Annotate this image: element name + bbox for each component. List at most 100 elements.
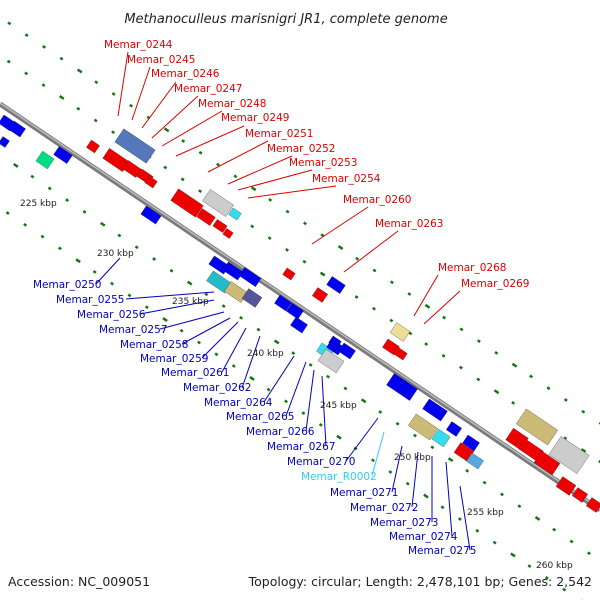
- kbp-tick-255: 255 kbp: [467, 508, 504, 518]
- gene-feature[interactable]: [140, 205, 162, 225]
- gc-tick: [372, 306, 376, 311]
- gc-tick: [465, 468, 470, 473]
- gene-feature[interactable]: [282, 267, 296, 281]
- gc-tick: [162, 317, 168, 322]
- gene-feature[interactable]: [114, 128, 156, 164]
- gene-label-memar-0270[interactable]: Memar_0270: [287, 456, 355, 468]
- gene-feature[interactable]: [0, 136, 10, 148]
- gene-label-memar-0253[interactable]: Memar_0253: [289, 157, 357, 169]
- gene-label-memar-r0002[interactable]: Memar_R0002: [301, 471, 377, 483]
- gene-feature[interactable]: [516, 408, 558, 446]
- gene-label-memar-0262[interactable]: Memar_0262: [183, 382, 251, 394]
- gene-label-memar-0254[interactable]: Memar_0254: [312, 173, 381, 185]
- gene-feature[interactable]: [241, 288, 263, 308]
- gc-tick: [180, 177, 185, 182]
- gc-tick: [41, 83, 46, 88]
- gc-tick: [291, 351, 296, 356]
- kbp-tick-230: 230 kbp: [97, 249, 134, 259]
- gene-label-memar-0261[interactable]: Memar_0261: [161, 367, 229, 379]
- gene-label-memar-0249[interactable]: Memar_0249: [221, 112, 289, 124]
- gene-feature[interactable]: [274, 294, 292, 312]
- gene-feature[interactable]: [238, 267, 262, 287]
- gc-tick: [337, 245, 344, 250]
- label-leaders: [95, 51, 471, 551]
- gene-feature[interactable]: [555, 476, 577, 496]
- gene-feature[interactable]: [222, 228, 234, 239]
- gene-feature[interactable]: [389, 322, 411, 342]
- gene-feature[interactable]: [462, 434, 480, 452]
- gc-tick: [546, 386, 551, 391]
- gene-feature[interactable]: [328, 335, 342, 349]
- gene-feature[interactable]: [382, 338, 400, 356]
- gene-feature[interactable]: [317, 348, 345, 374]
- gene-feature[interactable]: [548, 436, 590, 474]
- gene-label-memar-0272[interactable]: Memar_0272: [350, 502, 418, 514]
- gene-feature[interactable]: [144, 175, 158, 189]
- gene-label-memar-0247[interactable]: Memar_0247: [174, 83, 242, 95]
- gene-feature[interactable]: [53, 146, 73, 164]
- gene-label-memar-0265[interactable]: Memar_0265: [226, 411, 294, 423]
- gene-label-memar-0271[interactable]: Memar_0271: [330, 487, 398, 499]
- gc-tick: [7, 21, 12, 26]
- gene-label-memar-0258[interactable]: Memar_0258: [120, 339, 188, 351]
- gene-label-memar-0275[interactable]: Memar_0275: [408, 545, 476, 557]
- gc-tick: [266, 387, 271, 392]
- gene-label-memar-0244[interactable]: Memar_0244: [104, 39, 173, 51]
- gc-tick: [326, 374, 330, 379]
- gene-feature[interactable]: [408, 413, 438, 441]
- gene-label-memar-0264[interactable]: Memar_0264: [204, 397, 273, 409]
- gene-label-memar-0246[interactable]: Memar_0246: [151, 68, 220, 80]
- gene-feature[interactable]: [338, 342, 356, 360]
- gene-label-memar-0268[interactable]: Memar_0268: [438, 262, 506, 274]
- gc-tick: [59, 56, 64, 61]
- gene-feature[interactable]: [446, 421, 462, 437]
- label-leader: [181, 317, 231, 345]
- gene-label-memar-0266[interactable]: Memar_0266: [246, 426, 315, 438]
- gene-feature[interactable]: [386, 373, 418, 401]
- gene-feature[interactable]: [586, 497, 600, 513]
- gene-feature[interactable]: [170, 188, 204, 218]
- gc-tick: [179, 328, 184, 333]
- gene-feature[interactable]: [86, 139, 100, 154]
- gene-feature[interactable]: [228, 207, 242, 221]
- label-leader: [207, 140, 269, 173]
- gene-feature[interactable]: [202, 189, 234, 217]
- gene-feature[interactable]: [290, 316, 308, 334]
- gene-label-memar-0269[interactable]: Memar_0269: [461, 278, 529, 290]
- gene-feature[interactable]: [312, 287, 328, 303]
- gene-feature[interactable]: [533, 450, 561, 476]
- gene-label-memar-0245[interactable]: Memar_0245: [127, 54, 195, 66]
- gene-feature[interactable]: [422, 398, 448, 422]
- gc-tick: [389, 280, 394, 285]
- gene-feature[interactable]: [212, 219, 228, 233]
- gene-features: [0, 114, 600, 513]
- gene-label-memar-0255[interactable]: Memar_0255: [56, 294, 124, 306]
- gene-feature[interactable]: [394, 347, 408, 361]
- gene-label-memar-0274[interactable]: Memar_0274: [389, 531, 458, 543]
- gene-label-memar-0257[interactable]: Memar_0257: [99, 324, 167, 336]
- gene-feature[interactable]: [35, 150, 55, 170]
- gene-feature[interactable]: [326, 276, 346, 294]
- gene-feature[interactable]: [286, 302, 304, 320]
- gene-label-memar-0263[interactable]: Memar_0263: [375, 218, 443, 230]
- gene-label-memar-0260[interactable]: Memar_0260: [343, 194, 411, 206]
- gene-feature[interactable]: [8, 120, 26, 138]
- gene-feature[interactable]: [196, 208, 216, 226]
- gc-tick: [563, 398, 568, 402]
- gene-label-memar-0267[interactable]: Memar_0267: [267, 441, 335, 453]
- gc-tick: [395, 421, 400, 426]
- gene-feature[interactable]: [431, 428, 451, 448]
- gc-tick: [76, 68, 83, 74]
- label-leader: [371, 431, 385, 477]
- gene-feature[interactable]: [466, 452, 484, 470]
- gc-tick: [58, 95, 65, 100]
- gene-label-memar-0250[interactable]: Memar_0250: [33, 279, 101, 291]
- gene-label-memar-0251[interactable]: Memar_0251: [245, 128, 313, 140]
- gene-label-memar-0248[interactable]: Memar_0248: [198, 98, 266, 110]
- gene-feature[interactable]: [572, 487, 588, 503]
- gene-label-memar-0252[interactable]: Memar_0252: [267, 143, 335, 155]
- gene-label-memar-0259[interactable]: Memar_0259: [140, 353, 208, 365]
- gene-label-memar-0256[interactable]: Memar_0256: [77, 309, 146, 321]
- gc-tick: [117, 233, 122, 238]
- gene-label-memar-0273[interactable]: Memar_0273: [370, 517, 438, 529]
